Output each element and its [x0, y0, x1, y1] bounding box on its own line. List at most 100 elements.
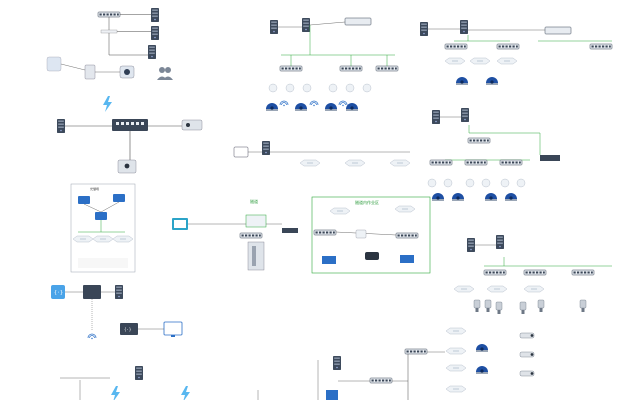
right-sensor-cluster	[453, 235, 612, 315]
dome-camera-2	[295, 103, 307, 111]
park-area-title: 光储场	[90, 186, 99, 191]
switch-top-left	[97, 11, 121, 18]
server-right-mid-2	[461, 108, 469, 122]
sensor-4	[519, 301, 527, 315]
bullet-camera-3	[519, 370, 535, 377]
ap-br-4	[445, 385, 467, 393]
ap-tr-1	[444, 57, 466, 65]
switch-rm-2	[429, 159, 453, 166]
dome-camera-rm-4	[505, 193, 517, 201]
ap-park-3	[112, 235, 134, 243]
ap-zone-2	[394, 205, 416, 213]
ap-park-1	[72, 235, 94, 243]
ap-center-2	[344, 159, 366, 167]
switch-zone-1	[313, 229, 337, 236]
ap-center-3	[389, 159, 411, 167]
bullet-camera-1	[519, 332, 535, 339]
poe-switch-tr-2	[496, 43, 520, 50]
dome-camera-tr-2	[486, 77, 498, 85]
top-left-cluster	[97, 8, 159, 59]
ap-park-2	[92, 235, 114, 243]
svg-text:{·}: {·}	[54, 290, 63, 296]
park-area-panel: 光储场	[70, 183, 136, 273]
bottom-right-cluster	[445, 327, 535, 393]
sensor-1	[473, 299, 481, 313]
ap-rl-1	[453, 285, 475, 293]
lightning-icon-bottom	[111, 386, 120, 400]
ap-rl-3	[523, 285, 545, 293]
ap-zone-1	[329, 207, 351, 215]
switch-bottom-center	[369, 377, 393, 384]
poe-switch-2	[339, 65, 363, 72]
server-rl-1	[467, 238, 475, 252]
dome-camera-3	[325, 103, 337, 111]
lightning-icon-bottom-2	[181, 386, 190, 400]
svg-text:{·}: {·}	[124, 327, 131, 332]
tunnel-zone-panel: 隧道内作业区	[311, 196, 431, 274]
ap-tr-2	[469, 57, 491, 65]
dome-camera-rm-3	[485, 193, 497, 201]
switch-zone-2	[395, 232, 419, 239]
bottom-center-cluster	[257, 348, 445, 400]
poe-switch-1	[279, 65, 303, 72]
iot-gateway-column: {·} {·}	[51, 285, 183, 340]
ap-rl-2	[486, 285, 508, 293]
server-top-left-2	[151, 26, 159, 40]
server-top-center-1	[270, 20, 278, 34]
switch-side	[375, 65, 399, 72]
poe-switch-tr-1	[444, 43, 468, 50]
switch-bottom-right-feed	[404, 348, 428, 355]
top-center-cluster	[266, 17, 399, 111]
dome-camera-tr-1	[456, 77, 468, 85]
switch-tr-3	[589, 43, 613, 50]
server-top-left-3	[148, 45, 156, 59]
core-switch-left	[57, 119, 203, 174]
dome-camera-br-2	[476, 366, 488, 374]
wifi-signal-icon	[87, 333, 97, 340]
dome-camera-1	[266, 103, 278, 111]
right-middle-cluster	[427, 108, 560, 201]
wifi-icon-2	[309, 100, 319, 107]
server-top-right-2	[460, 20, 468, 34]
switch-rm-4	[499, 159, 523, 166]
server-center	[262, 141, 270, 155]
dome-camera-rm-1	[432, 193, 444, 201]
sensor-3	[495, 301, 503, 315]
ap-center-1	[299, 159, 321, 167]
ap-br-3	[445, 364, 467, 372]
server-right-mid-1	[432, 110, 440, 124]
sensor-5	[537, 299, 545, 313]
switch-rl-1	[483, 269, 507, 276]
bullet-camera-2	[519, 351, 535, 358]
server-core-left	[57, 119, 65, 133]
top-right-cluster	[420, 20, 613, 85]
wifi-icon-3	[338, 100, 348, 107]
server-bottom-left	[135, 366, 143, 380]
lightning-icon	[103, 96, 112, 112]
tunnel-group: 隧道	[172, 198, 298, 271]
ap-tr-3	[496, 57, 518, 65]
dome-camera-rm-2	[452, 193, 464, 201]
ap-br-1	[445, 327, 467, 335]
server-iot	[115, 285, 123, 299]
tunnel-title: 隧道	[250, 198, 258, 204]
bottom-left-cluster	[60, 366, 190, 400]
ap-br-2	[445, 347, 467, 355]
switch-rl-3	[571, 269, 595, 276]
tunnel-zone-title: 隧道内作业区	[355, 199, 379, 205]
face-recognition-group	[46, 56, 173, 80]
dome-camera-br-1	[476, 344, 488, 352]
switch-tunnel	[239, 232, 263, 239]
server-top-left	[151, 8, 159, 22]
server-bottom-center	[333, 356, 341, 370]
switch-rm-1	[467, 137, 491, 144]
wifi-icon-1	[279, 100, 289, 107]
sensor-2	[484, 299, 492, 313]
switch-rm-3	[464, 159, 488, 166]
switch-rl-2	[523, 269, 547, 276]
server-top-right-1	[420, 22, 428, 36]
server-top-center-2	[302, 18, 310, 32]
dome-camera-4	[346, 103, 358, 111]
sensor-6	[579, 299, 587, 313]
